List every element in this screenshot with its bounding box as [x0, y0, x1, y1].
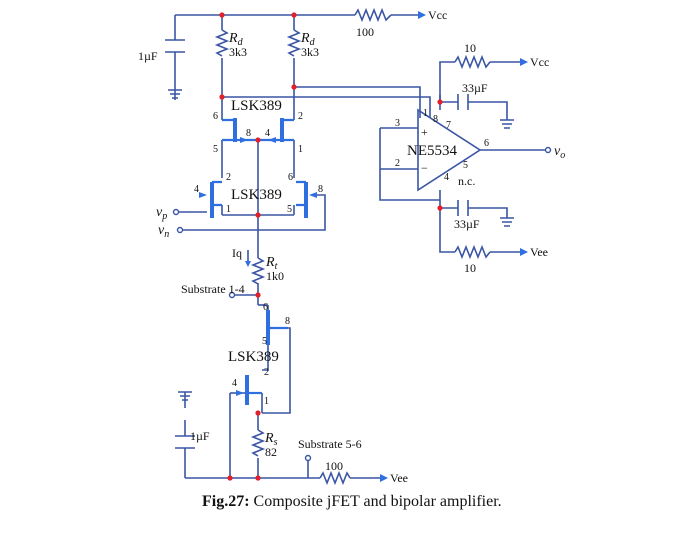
fet-mid-name: LSK389: [231, 187, 282, 203]
pin-5-bottom: 5: [262, 336, 267, 347]
vcc-label-top: Vcc: [428, 8, 447, 22]
r100-top-value: 100: [356, 25, 374, 39]
opamp-minus: −: [421, 161, 428, 175]
capacitor-1uf-bottom: [175, 435, 195, 449]
pin-4-top: 4: [265, 128, 270, 139]
pin-8-bottom: 8: [285, 316, 290, 327]
ground-symbols: [168, 89, 514, 401]
rs-value: 82: [265, 445, 277, 459]
rt-value: 1k0: [266, 269, 284, 283]
c1uf-bottom-value: 1µF: [190, 429, 210, 443]
pin-4-mid: 4: [194, 184, 199, 195]
capacitor-33uf-bottom: [457, 200, 469, 216]
pin-8-mid: 8: [318, 184, 323, 195]
open-terminals: [172, 146, 552, 462]
resistor-100-bottom: [319, 470, 351, 486]
opamp-name: NE5534: [407, 143, 457, 159]
junction-dots: [219, 12, 443, 481]
opamp-pin-7: 7: [446, 120, 451, 131]
c33uf-top-value: 33µF: [462, 81, 488, 95]
c1uf-top-value: 1µF: [138, 49, 158, 63]
substrate-bottom-label: Substrate 5-6: [298, 437, 362, 451]
vee-label-bottom: Vee: [390, 471, 408, 485]
fet-mid-pair: [199, 180, 317, 218]
pin-4-bottom: 4: [232, 378, 237, 389]
rd-left-value: 3k3: [229, 45, 247, 59]
iq-arrow: [245, 250, 251, 267]
opamp-nc: n.c.: [458, 174, 475, 188]
resistor-100-top: [354, 7, 392, 23]
opamp-triangle: [417, 108, 482, 192]
pin-1-mid: 1: [226, 204, 231, 215]
r10-top-value: 10: [464, 41, 476, 55]
opamp-pin-4: 4: [444, 172, 449, 183]
resistor-rs: [250, 429, 266, 457]
c33uf-bottom-value: 33µF: [454, 217, 480, 231]
rd-right-value: 3k3: [301, 45, 319, 59]
opamp-pin-1: 1: [423, 108, 428, 119]
opamp-pin-6: 6: [484, 138, 489, 149]
pin-1-top: 1: [298, 144, 303, 155]
wires: [174, 14, 545, 479]
substrate-top-label: Substrate 1-4: [181, 282, 245, 296]
pin-1-bottom: 1: [264, 396, 269, 407]
opamp-pin-2: 2: [395, 158, 400, 169]
r10-bottom-value: 10: [464, 261, 476, 275]
opamp-plus: +: [421, 125, 428, 139]
pin-6-mid: 6: [288, 172, 293, 183]
opamp-pin-8: 8: [433, 114, 438, 125]
vo-label: vo: [554, 144, 565, 161]
vp-label: vp: [156, 205, 167, 222]
opamp-pin-3: 3: [395, 118, 400, 129]
rd-left-label: Rd: [228, 31, 244, 48]
pin-8-top: 8: [246, 128, 251, 139]
resistor-rd-left: [214, 29, 230, 57]
figure-caption: Fig.27: Composite jFET and bipolar ampli…: [202, 493, 502, 510]
rail-arrows: [380, 11, 528, 482]
pin-6-bottom: 6: [263, 302, 268, 313]
resistor-rt: [250, 257, 266, 285]
r100-bottom-value: 100: [325, 459, 343, 473]
vn-label: vn: [158, 223, 169, 240]
rd-right-label: Rd: [300, 31, 316, 48]
fet-bottom-pair: [236, 310, 288, 405]
pin-5-top: 5: [213, 144, 218, 155]
pin-2-top: 2: [298, 111, 303, 122]
opamp-pin-5: 5: [463, 160, 468, 171]
pin-6-top: 6: [213, 111, 218, 122]
rt-label: Rt: [265, 255, 278, 272]
fet-bottom-name: LSK389: [228, 349, 279, 365]
capacitor-1uf-top: [165, 39, 185, 53]
fet-top-name: LSK389: [231, 98, 282, 114]
pin-2-mid: 2: [226, 172, 231, 183]
resistor-rd-right: [286, 29, 302, 57]
resistor-10-bottom: [454, 244, 491, 260]
vcc-label-opamp: Vcc: [530, 55, 549, 69]
vee-label-opamp: Vee: [530, 245, 548, 259]
pin-5-mid: 5: [287, 204, 292, 215]
rs-label: Rs: [264, 431, 278, 448]
resistor-10-top: [454, 54, 491, 70]
fet-top-pair: [222, 118, 294, 143]
pin-2-bottom: 2: [264, 367, 269, 378]
iq-label: Iq: [232, 246, 242, 260]
capacitor-33uf-top: [457, 94, 469, 110]
